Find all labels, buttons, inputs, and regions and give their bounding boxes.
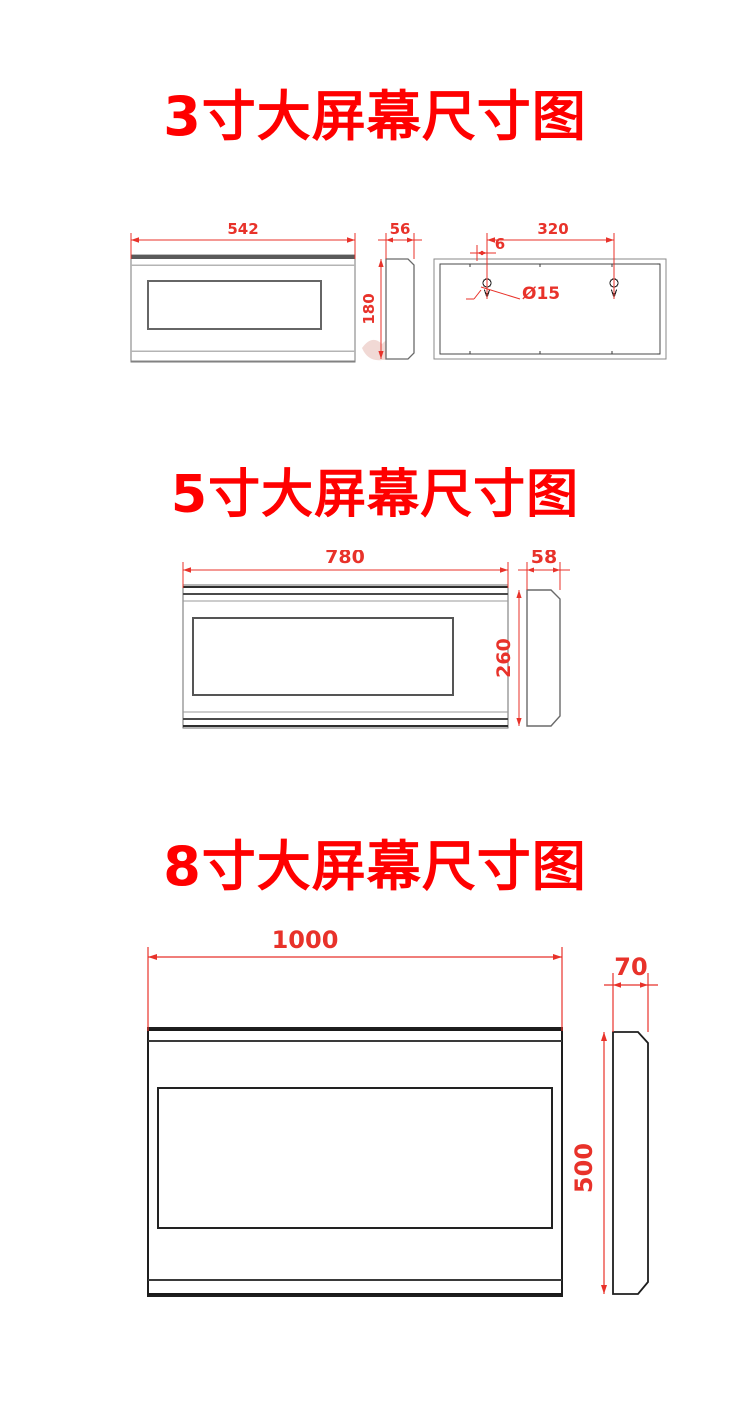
section-title-8cun: 8寸大屏幕尺寸图 bbox=[163, 835, 587, 898]
side-view-5cun bbox=[526, 589, 561, 727]
dim-label-58: 58 bbox=[531, 550, 557, 568]
rear-view-3cun bbox=[433, 258, 667, 360]
drawing-5cun: 780 58 260 bbox=[0, 550, 750, 760]
dimension-500 bbox=[601, 1032, 607, 1294]
section-title-5cun: 5寸大屏幕尺寸图 bbox=[170, 465, 580, 525]
dimension-320 bbox=[486, 233, 615, 299]
dimension-58 bbox=[518, 562, 570, 590]
drawing-3cun: 542 56 180 bbox=[0, 215, 750, 390]
dimension-6 bbox=[470, 245, 496, 299]
dimension-542 bbox=[130, 233, 356, 259]
section-8cun: 8寸大屏幕尺寸图 1000 bbox=[0, 800, 750, 1418]
dimension-780 bbox=[182, 562, 509, 588]
section-5cun: 5寸大屏幕尺寸图 bbox=[0, 430, 750, 800]
side-view-8cun bbox=[612, 1031, 649, 1295]
dim-label-180: 180 bbox=[360, 293, 378, 324]
dim-label-320: 320 bbox=[537, 220, 568, 238]
drawing-8cun: 1000 70 500 bbox=[0, 925, 750, 1345]
dimension-1000 bbox=[147, 947, 563, 1031]
dimension-180 bbox=[378, 259, 384, 359]
dim-label-56: 56 bbox=[390, 220, 411, 238]
dim-label-500: 500 bbox=[570, 1143, 598, 1193]
dimension-dia15 bbox=[466, 286, 521, 300]
dim-label-780: 780 bbox=[325, 550, 365, 568]
dim-label-260: 260 bbox=[493, 638, 515, 678]
dimension-56 bbox=[378, 233, 422, 259]
dim-label-70: 70 bbox=[614, 953, 647, 981]
dimension-70 bbox=[604, 973, 658, 1032]
front-view-3cun bbox=[130, 254, 356, 363]
dim-label-dia15: Ø15 bbox=[522, 284, 560, 304]
section-3cun: 3寸大屏幕尺寸图 bbox=[0, 0, 750, 430]
section-title-3cun: 3寸大屏幕尺寸图 bbox=[163, 85, 587, 148]
front-view-5cun bbox=[182, 584, 509, 729]
dim-label-542: 542 bbox=[227, 220, 258, 238]
dim-label-1000: 1000 bbox=[272, 926, 339, 954]
front-view-8cun bbox=[147, 1027, 563, 1297]
dimension-260 bbox=[516, 590, 522, 726]
dim-label-6: 6 bbox=[495, 235, 505, 253]
